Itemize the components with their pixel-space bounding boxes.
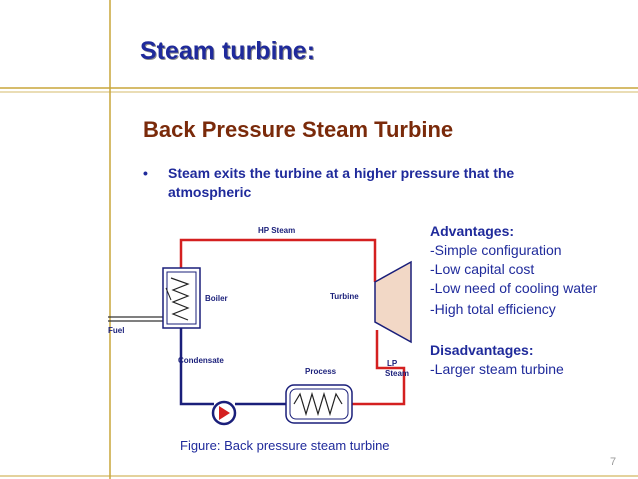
feedwater-line bbox=[179, 328, 214, 406]
label-lp-steam: Steam bbox=[385, 369, 409, 378]
process-box bbox=[285, 384, 353, 424]
turbine-shape bbox=[374, 260, 412, 344]
bullet-marker: • bbox=[143, 165, 148, 181]
label-boiler: Boiler bbox=[205, 294, 228, 303]
slide-title: Steam turbine: bbox=[140, 37, 316, 65]
disadvantage-item: -Larger steam turbine bbox=[430, 361, 564, 377]
label-fuel: Fuel bbox=[108, 326, 124, 335]
advantage-item: -Simple configuration bbox=[430, 242, 562, 258]
boiler-coil bbox=[170, 277, 190, 321]
label-condensate: Condensate bbox=[178, 356, 224, 365]
advantage-item: -High total efficiency bbox=[430, 301, 556, 317]
hp-steam-line bbox=[179, 238, 377, 282]
figure-caption: Figure: Back pressure steam turbine bbox=[180, 438, 390, 453]
page-number: 7 bbox=[610, 456, 617, 468]
slide-subtitle: Back Pressure Steam Turbine bbox=[143, 117, 454, 142]
bullet-text: Steam exits the turbine at a higher pres… bbox=[168, 165, 515, 200]
advantages-panel: Advantages: -Simple configuration -Low c… bbox=[430, 222, 638, 319]
advantage-item: -Low need of cooling water bbox=[430, 280, 598, 296]
label-hp-steam: HP Steam bbox=[258, 226, 295, 235]
process-coil bbox=[293, 391, 343, 417]
label-turbine: Turbine bbox=[330, 292, 359, 301]
disadvantages-panel: Disadvantages: -Larger steam turbine bbox=[430, 341, 638, 379]
lp-steam-line bbox=[352, 330, 406, 406]
advantages-title: Advantages: bbox=[430, 223, 515, 239]
label-lp: LP bbox=[387, 359, 398, 368]
advantage-item: -Low capital cost bbox=[430, 261, 535, 277]
disadvantages-title: Disadvantages: bbox=[430, 342, 534, 358]
label-process: Process bbox=[305, 367, 337, 376]
